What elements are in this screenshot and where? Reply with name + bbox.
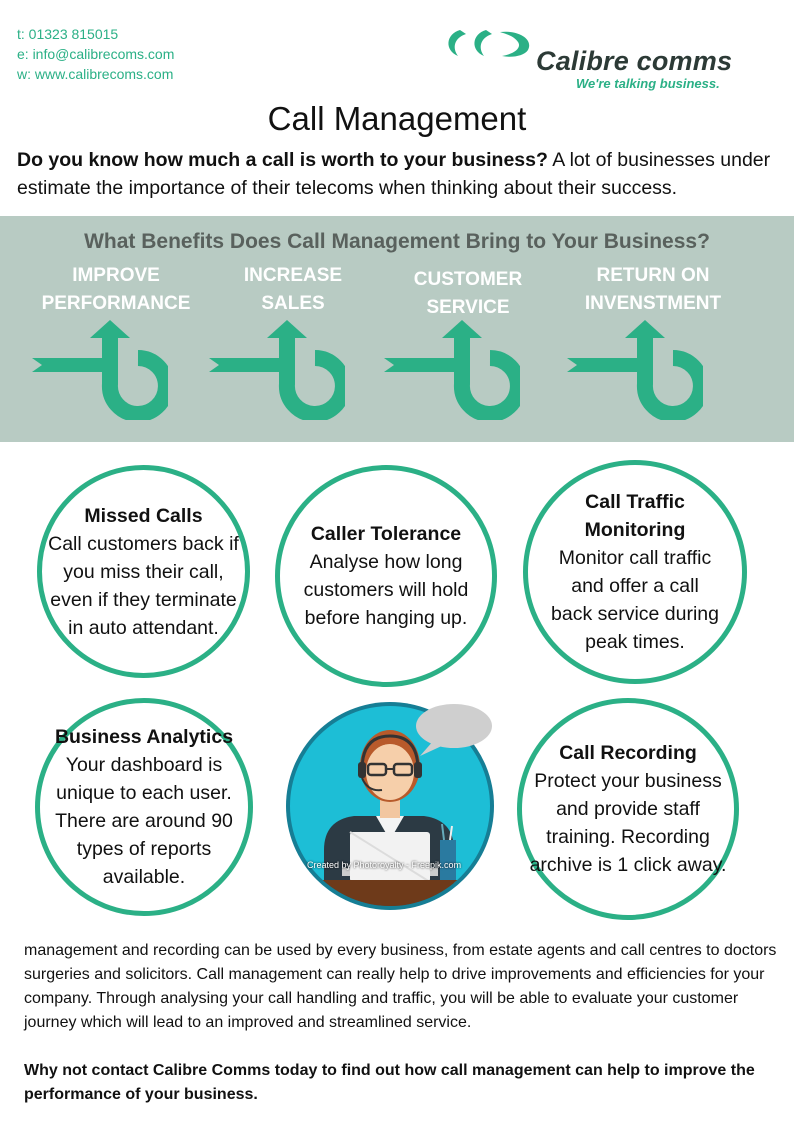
feature-title: Call Recording — [559, 742, 697, 764]
benefit-line1: INCREASE — [243, 265, 343, 286]
contact-web[interactable]: w: www.calibrecoms.com — [17, 66, 174, 82]
benefit-line1: RETURN ON — [596, 265, 710, 286]
contact-phone[interactable]: t: 01323 815015 — [17, 26, 119, 42]
logo-swoosh-icon — [448, 30, 530, 57]
benefits-heading: What Benefits Does Call Management Bring… — [84, 230, 710, 253]
contact-email[interactable]: e: info@calibrecoms.com — [17, 46, 175, 62]
contact-info: t: 01323 815015 e: info@calibrecoms.com … — [17, 24, 174, 84]
logo-name: Calibre comms — [536, 46, 733, 76]
benefit-return-on-investment: RETURN ON INVENSTMENT — [563, 262, 743, 318]
call-to-action: Why not contact Calibre Comms today to f… — [24, 1062, 755, 1103]
logo-tagline: We're talking business. — [576, 76, 720, 91]
company-logo: Calibre comms We're talking business. — [440, 22, 780, 94]
page-title: Call Management — [267, 100, 527, 137]
feature-call-recording: Call Recording Protect your business and… — [517, 698, 739, 920]
call-agent-illustration — [286, 702, 494, 910]
feature-business-analytics: Business Analytics Your dashboard is uni… — [35, 698, 253, 916]
benefit-line2: INVENSTMENT — [584, 293, 722, 314]
benefit-customer-service: CUSTOMER SERVICE — [378, 266, 558, 322]
image-credit: Created by Photoroyalty - Freepik.com — [307, 860, 462, 870]
benefit-line2: SERVICE — [426, 297, 510, 318]
feature-title: Call Traffic Monitoring — [584, 491, 686, 541]
intro-rest: A lot of businesses under estimate the i… — [17, 149, 771, 199]
feature-text: Call customers back if you miss their ca… — [48, 532, 239, 639]
feature-text: Analyse how long customers will hold bef… — [303, 551, 469, 629]
ribbon-arrow-icon — [384, 320, 520, 420]
ribbon-arrow-icon — [567, 320, 703, 420]
body-paragraph: management and recording can be used by … — [24, 942, 777, 1031]
intro-paragraph: Do you know how much a call is worth to … — [17, 146, 787, 202]
feature-caller-tolerance: Caller Tolerance Analyse how long custom… — [275, 465, 497, 687]
feature-title: Caller Tolerance — [310, 523, 462, 545]
feature-title: Missed Calls — [84, 504, 203, 527]
benefit-increase-sales: INCREASE SALES — [203, 262, 383, 318]
benefit-line1: CUSTOMER — [413, 269, 523, 290]
benefit-improve-performance: IMPROVE PERFORMANCE — [26, 262, 206, 318]
feature-missed-calls: Missed Calls Call customers back if you … — [37, 465, 250, 678]
feature-title: Business Analytics — [54, 726, 234, 748]
feature-call-traffic-monitoring: Call Traffic Monitoring Monitor call tra… — [523, 460, 747, 684]
intro-question: Do you know how much a call is worth to … — [17, 149, 548, 171]
ribbon-arrow-icon — [32, 320, 168, 420]
benefit-line2: PERFORMANCE — [41, 293, 191, 314]
feature-text: Your dashboard is unique to each user. T… — [55, 754, 233, 888]
feature-text: Protect your business and provide staff … — [529, 770, 727, 876]
ribbon-arrow-icon — [209, 320, 345, 420]
feature-text: Monitor call traffic and offer a call ba… — [551, 547, 719, 653]
benefit-line2: SALES — [261, 293, 325, 314]
benefit-line1: IMPROVE — [72, 265, 160, 286]
